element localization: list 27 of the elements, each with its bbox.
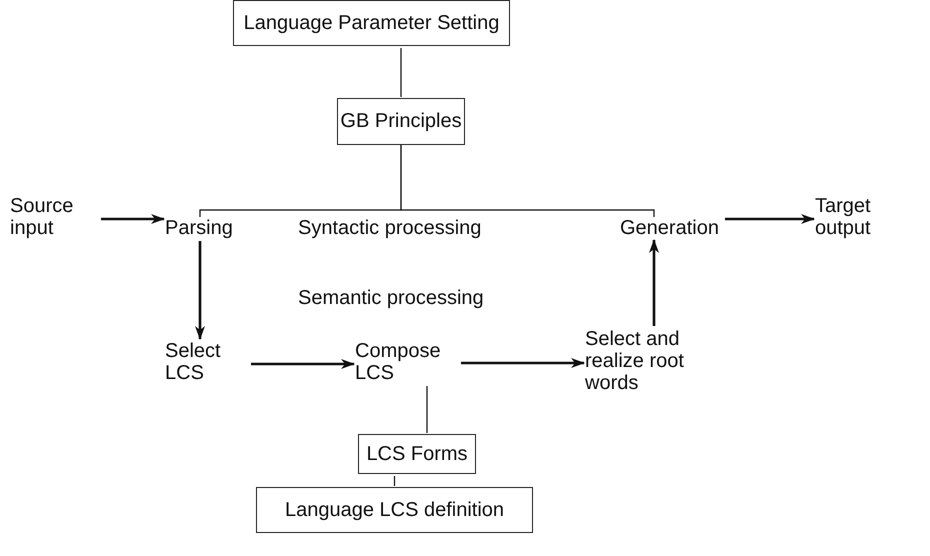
arrow — [101, 214, 165, 224]
connector-line — [400, 48, 402, 97]
arrow — [461, 358, 585, 368]
step-label: Source input — [10, 195, 95, 239]
connector-line — [400, 145, 655, 217]
stage-label: Semantic processing — [298, 287, 484, 310]
arrow — [649, 239, 659, 326]
process-box — [256, 487, 533, 533]
step-label: Target output — [815, 195, 895, 239]
stage-label: Syntactic processing — [298, 217, 482, 240]
box-label: LCS Forms — [366, 442, 468, 466]
step-label: Select LCS — [165, 340, 245, 384]
process-box — [337, 98, 465, 145]
process-box — [233, 0, 510, 46]
arrow — [195, 241, 205, 340]
connector-line — [394, 476, 396, 486]
step-label: Select and realize root words — [585, 328, 703, 394]
box-label: Language Parameter Setting — [244, 12, 500, 34]
arrow — [724, 214, 815, 224]
step-label: Generation — [620, 217, 719, 239]
box-label: Language LCS definition — [284, 498, 504, 522]
step-label: Parsing — [165, 217, 233, 239]
process-box — [358, 434, 476, 474]
box-label: GB Principles — [340, 110, 462, 133]
arrow — [251, 359, 355, 369]
connector-line — [426, 386, 428, 433]
step-label: Compose LCS — [355, 340, 455, 384]
